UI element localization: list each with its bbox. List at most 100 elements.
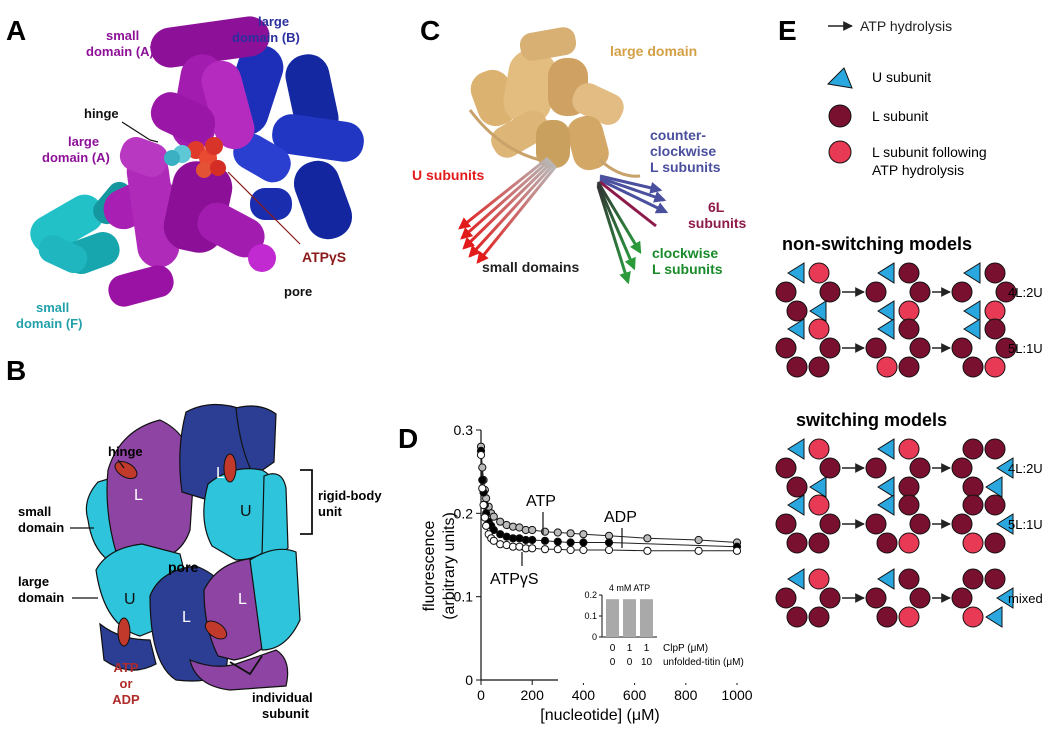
l-subunit-icon — [786, 606, 808, 628]
b-pore: pore — [168, 559, 199, 575]
panel-b-ellipses — [114, 453, 237, 647]
model-row-label: mixed — [1008, 591, 1043, 606]
l-subunit-icon — [865, 513, 887, 535]
u-subunit-icon — [877, 300, 895, 322]
d-ann-atpgs: ATPγS — [490, 571, 539, 588]
d-inset-title: 4 mM ATP — [609, 583, 650, 593]
u-subunit-icon — [996, 457, 1014, 479]
l-subunit-icon — [898, 494, 920, 516]
b-label-l-2: L — [216, 465, 225, 482]
l-subunit-icon — [775, 281, 797, 303]
d-inset-row1-value: 1 — [644, 643, 650, 654]
d-x-tick-label: 400 — [572, 687, 596, 703]
panel-e: E ATP hydrolysis U subunit L subunit L s… — [775, 15, 1043, 628]
legend-u-label: U subunit — [872, 69, 931, 85]
d-x-tick-label: 0 — [477, 687, 485, 703]
l-subunit-icon — [909, 587, 931, 609]
d-point — [553, 528, 562, 537]
u-subunit-icon — [985, 606, 1003, 628]
d-inset-tick-label: 0.1 — [584, 611, 597, 621]
l-subunit-icon — [775, 457, 797, 479]
d-point — [482, 521, 491, 530]
b-rigid-1: rigid-body — [318, 488, 382, 503]
legend-l-icon — [828, 104, 852, 128]
b-large-domain-2: domain — [18, 590, 64, 605]
legend-l-label: L subunit — [872, 108, 928, 124]
u-subunit-icon — [809, 476, 827, 498]
panel-b-ring — [85, 403, 301, 691]
b-rigid-bracket — [300, 469, 313, 535]
d-ylabel-1: fluorescence — [421, 521, 438, 612]
u-subunit-icon — [877, 438, 895, 460]
d-x-tick-label: 1000 — [721, 687, 752, 703]
l-subunit-icon — [876, 606, 898, 628]
d-x-tick-label: 800 — [674, 687, 698, 703]
legend-lf-icon — [828, 140, 852, 164]
panel-a-structure — [30, 16, 364, 307]
legend-lf-label-1: L subunit following — [872, 144, 987, 160]
l-subunit-icon — [984, 318, 1006, 340]
c-small-domains: small domains — [482, 259, 579, 275]
d-ann-adp: ADP — [604, 509, 637, 526]
l-subunit-icon — [898, 262, 920, 284]
d-inset-row1-value: 0 — [610, 643, 616, 654]
d-point — [553, 545, 562, 554]
u-subunit-icon — [787, 318, 805, 340]
d-inset-row1-label: ClpP (μM) — [663, 643, 708, 654]
u-subunit-icon — [877, 568, 895, 590]
u-subunit-icon — [963, 318, 981, 340]
u-subunit-icon — [877, 262, 895, 284]
u-subunit-icon — [877, 494, 895, 516]
l-subunit-icon — [808, 606, 830, 628]
legend-lf-label-2: ATP hydrolysis — [872, 162, 964, 178]
c-6l-2: subunits — [688, 215, 747, 231]
d-point — [579, 530, 588, 539]
d-point — [643, 546, 652, 555]
l-subunit-icon — [909, 513, 931, 535]
d-point — [643, 534, 652, 543]
d-point — [479, 500, 488, 510]
lf-subunit-icon — [962, 606, 984, 628]
d-point — [540, 536, 550, 545]
label-large-domain-b-1: large — [258, 14, 289, 29]
l-subunit-icon — [951, 587, 973, 609]
c-cw-2: L subunits — [652, 261, 723, 277]
d-inset-tick-label: 0.2 — [584, 590, 597, 600]
e-arrow-label: ATP hydrolysis — [860, 18, 952, 34]
l-subunit-icon — [786, 476, 808, 498]
b-individual-1: individual — [252, 690, 313, 705]
d-inset-row2-value: 10 — [641, 657, 653, 668]
e-switching-title: switching models — [796, 410, 947, 430]
c-large-domain: large domain — [610, 43, 697, 59]
d-point — [553, 537, 562, 546]
panel-b-letter: B — [6, 355, 26, 386]
l-subunit-icon — [909, 281, 931, 303]
hinge-leader — [121, 121, 159, 143]
d-inset-row2-label: unfolded-titin (μM) — [663, 657, 744, 668]
b-rigid-2: unit — [318, 504, 342, 519]
model-row-label: 4L:2U — [1008, 285, 1043, 300]
panel-c-arrows — [458, 156, 669, 285]
label-large-domain-a-2: domain (A) — [42, 150, 110, 165]
label-small-domain-f-2: domain (F) — [16, 316, 82, 331]
d-x-tick-label: 600 — [623, 687, 647, 703]
b-label-l-4: L — [238, 591, 247, 608]
lf-subunit-icon — [876, 356, 898, 378]
u-subunit-icon — [963, 300, 981, 322]
b-label-u-1: U — [240, 503, 252, 520]
l-subunit-icon — [951, 457, 973, 479]
d-inset-bar — [623, 599, 636, 637]
label-atpgs-a: ATPγS — [302, 249, 346, 265]
u-subunit-icon — [963, 262, 981, 284]
label-small-domain-f-1: small — [36, 300, 69, 315]
b-label-l-3: L — [182, 609, 191, 626]
u-subunit-icon — [787, 568, 805, 590]
panel-c-letter: C — [420, 15, 440, 46]
l-subunit-icon — [951, 337, 973, 359]
panel-c-structure — [468, 27, 641, 178]
panel-b: B L L U U L L hinge — [6, 355, 382, 721]
l-subunit-icon — [898, 568, 920, 590]
